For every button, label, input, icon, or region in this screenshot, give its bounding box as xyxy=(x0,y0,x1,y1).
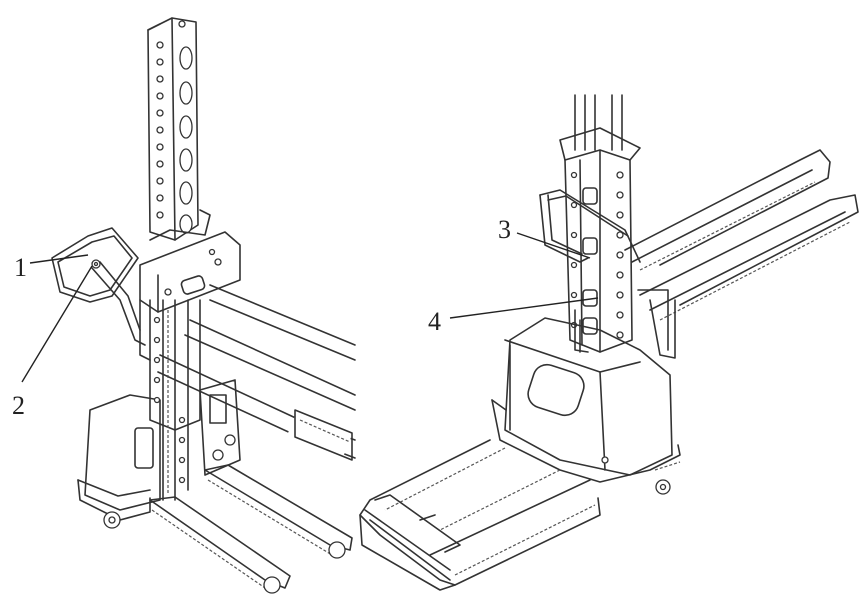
callout-4: 4 xyxy=(428,297,599,336)
left-stacker-view xyxy=(51,17,359,594)
left-handle xyxy=(51,227,146,346)
right-forks xyxy=(624,149,859,359)
callout-label-1: 1 xyxy=(14,253,27,282)
left-carriage-plate xyxy=(139,209,241,361)
right-mast xyxy=(559,94,641,353)
left-side-rails xyxy=(157,284,359,463)
callout-label-3: 3 xyxy=(498,215,511,244)
right-handle xyxy=(539,189,641,263)
right-body xyxy=(491,317,681,495)
callout-1: 1 xyxy=(14,253,89,282)
left-forks xyxy=(149,464,353,594)
callout-label-4: 4 xyxy=(428,307,441,336)
callout-label-2: 2 xyxy=(12,391,25,420)
left-base xyxy=(77,379,241,529)
callout-3: 3 xyxy=(498,215,591,259)
right-stacker-view xyxy=(359,94,859,591)
callout-2: 2 xyxy=(12,265,93,420)
left-mast xyxy=(147,17,201,501)
right-platform xyxy=(359,439,601,591)
